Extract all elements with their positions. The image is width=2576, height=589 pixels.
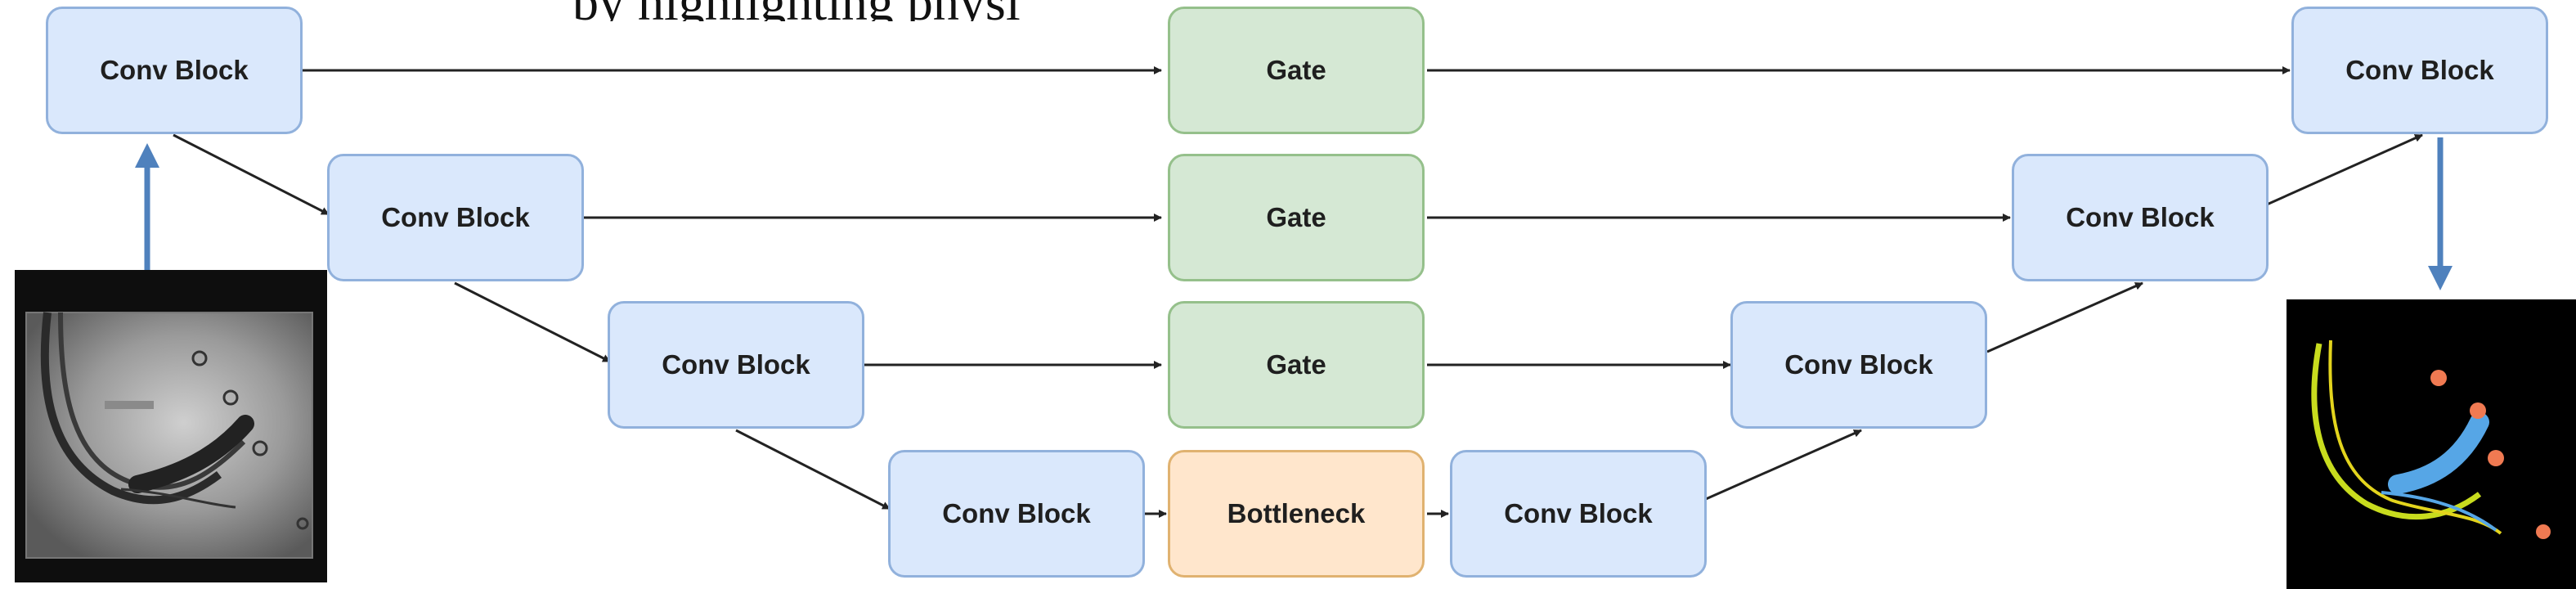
encoder-conv-block-1: Conv Block <box>46 7 303 134</box>
decoder-conv-block-1: Conv Block <box>1450 450 1707 578</box>
bottleneck-label: Bottleneck <box>1227 498 1366 528</box>
decoder-conv-block-4: Conv Block <box>2291 7 2548 134</box>
encoder-conv-block-2: Conv Block <box>327 154 584 281</box>
encoder-conv-block-2-label: Conv Block <box>381 202 530 232</box>
encoder-conv-block-3-label: Conv Block <box>662 349 810 380</box>
decoder-conv-block-2: Conv Block <box>1730 301 1987 429</box>
output-segmentation-image <box>2287 299 2576 589</box>
bottleneck-block: Bottleneck <box>1168 450 1425 578</box>
decoder-conv-block-3: Conv Block <box>2012 154 2269 281</box>
attention-gate-1-label: Gate <box>1266 55 1326 85</box>
edge-up-3 <box>2266 133 2423 206</box>
edge-up-2 <box>1986 281 2143 353</box>
decoder-conv-block-1-label: Conv Block <box>1504 498 1653 528</box>
edge-up-1 <box>1705 429 1862 501</box>
decoder-conv-block-3-label: Conv Block <box>2066 202 2215 232</box>
xray-illustration <box>25 312 313 559</box>
edge-down-2 <box>454 281 611 363</box>
decoder-conv-block-2-label: Conv Block <box>1784 349 1933 380</box>
encoder-conv-block-3: Conv Block <box>608 301 864 429</box>
attention-gate-2-label: Gate <box>1266 202 1326 232</box>
attention-gate-3-label: Gate <box>1266 349 1326 380</box>
edge-down-1 <box>173 133 330 216</box>
encoder-conv-block-4-label: Conv Block <box>942 498 1091 528</box>
input-xray-image <box>15 270 327 582</box>
decoder-conv-block-4-label: Conv Block <box>2345 55 2494 85</box>
attention-gate-2: Gate <box>1168 154 1425 281</box>
cropped-caption-text: by highlighting physi <box>572 0 1030 21</box>
attention-gate-3: Gate <box>1168 301 1425 429</box>
encoder-conv-block-1-label: Conv Block <box>100 55 249 85</box>
segmentation-illustration <box>2311 339 2551 539</box>
edge-down-3 <box>735 429 891 510</box>
attention-gate-1: Gate <box>1168 7 1425 134</box>
encoder-conv-block-4: Conv Block <box>888 450 1145 578</box>
